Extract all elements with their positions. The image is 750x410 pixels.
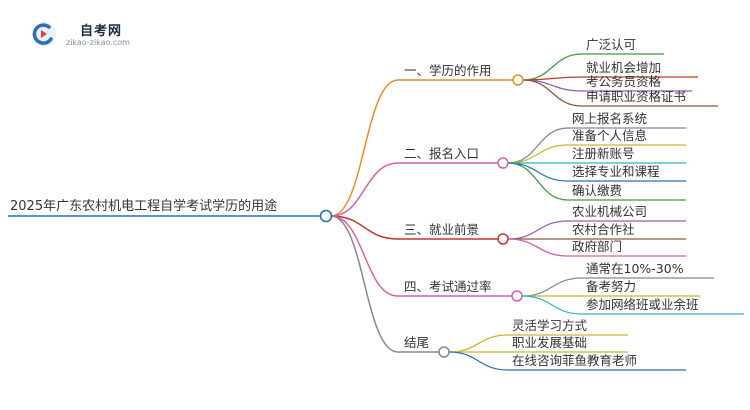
brand-name: 自考网 (80, 24, 123, 39)
branch-connector (330, 215, 399, 297)
child-connector (448, 334, 509, 353)
child-label: 选择专业和课程 (572, 164, 660, 179)
logo-mark-icon (32, 22, 56, 46)
child-label: 农村合作社 (572, 222, 635, 237)
child-label: 网上报名系统 (572, 111, 648, 126)
branch-label: 四、考试通过率 (404, 279, 492, 294)
branch-node (438, 346, 450, 358)
child-label: 参加网络班或业余班 (586, 297, 699, 312)
root-topic: 2025年广东农村机电工程自学考试学历的用途 (10, 199, 278, 214)
child-connector (507, 144, 569, 164)
branch-node (511, 290, 523, 302)
child-connector (507, 220, 569, 240)
branch-node (497, 233, 509, 245)
branch-connector (330, 79, 399, 217)
child-label: 确认缴费 (572, 183, 623, 198)
branch-label: 三、就业前景 (404, 222, 480, 237)
site-logo[interactable]: 自考网 zikao-zikao.com (30, 18, 150, 52)
branch-label: 二、报名入口 (404, 146, 480, 161)
child-connector (522, 79, 583, 92)
child-label: 农业机械公司 (572, 204, 648, 219)
branch-connector (330, 215, 399, 240)
child-connector (521, 277, 583, 297)
child-label: 申请职业资格证书 (586, 89, 687, 104)
branch-connector (330, 162, 399, 217)
child-connector (507, 162, 569, 201)
child-label: 准备个人信息 (572, 128, 648, 143)
child-label: 考公务员资格 (586, 74, 662, 89)
child-connector (521, 295, 583, 315)
branch-label: 结尾 (404, 335, 430, 350)
child-label: 注册新账号 (572, 146, 635, 161)
child-label: 职业发展基础 (512, 335, 588, 350)
child-connector (448, 351, 509, 371)
child-label: 政府部门 (572, 239, 623, 254)
branch-node (497, 157, 509, 169)
branch-label: 一、学历的作用 (404, 63, 492, 78)
root-node (319, 209, 333, 223)
child-label: 备考努力 (586, 279, 637, 294)
branch-connector (330, 215, 399, 353)
child-connector (507, 162, 569, 182)
child-label: 就业机会增加 (586, 60, 662, 75)
child-label: 通常在10%-30% (586, 261, 684, 276)
child-label: 广泛认可 (586, 37, 637, 52)
child-label: 在线咨询菲鱼教育老师 (512, 353, 638, 368)
child-connector (522, 79, 583, 107)
child-connector (507, 238, 569, 257)
branch-node (512, 74, 524, 86)
child-label: 灵活学习方式 (512, 318, 588, 333)
child-connector (522, 53, 583, 81)
brand-url: zikao-zikao.com (66, 38, 130, 47)
